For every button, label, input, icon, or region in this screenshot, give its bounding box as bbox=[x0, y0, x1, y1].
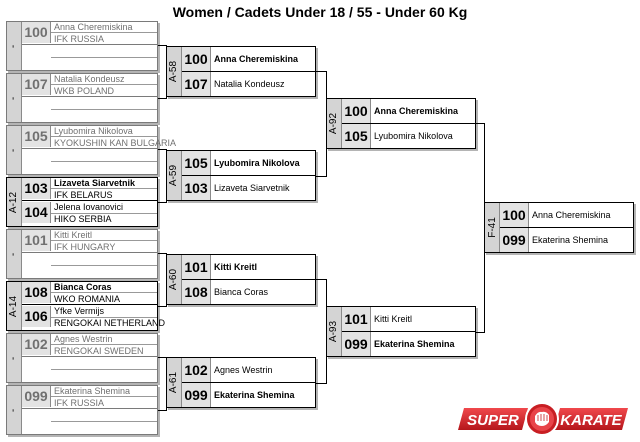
r2-match-a60-name-a: Kitti Kreitl bbox=[214, 262, 258, 272]
r1-slot-8-name: Ekaterina Shemina bbox=[54, 386, 131, 396]
r1-slot-7-club: RENGOKAI SWEDEN bbox=[54, 346, 144, 356]
r1-slot-8[interactable]: - 099 Ekaterina Shemina IFK RUSSIA bbox=[6, 385, 158, 435]
r2-match-a61[interactable]: A-61 102 Agnes Westrin 099 Ekaterina She… bbox=[166, 357, 316, 408]
r1-match-a14-seed-b: 106 bbox=[22, 306, 51, 327]
r2-match-a60-name-b: Bianca Coras bbox=[214, 287, 269, 297]
r3-match-a93[interactable]: A-93 101 Kitti Kreitl 099 Ekaterina Shem… bbox=[326, 306, 476, 357]
r1-slot-3-seed: 105 bbox=[22, 126, 51, 147]
r1-match-a14-name-a: Bianca Coras bbox=[54, 282, 112, 292]
r1-slot-3-club: KYOKUSHIN KAN BULGARIA bbox=[54, 138, 177, 148]
r1-match-a12-name-a: Lizaveta Siarvetnik bbox=[54, 178, 136, 188]
r1-match-a14[interactable]: A-14 108 Bianca Coras WKO ROMANIA 106 Yf… bbox=[6, 281, 165, 331]
r1-slot-8-label: - bbox=[7, 386, 22, 434]
r1-slot-1-club: IFK RUSSIA bbox=[54, 34, 105, 44]
r3-match-a93-name-b: Ekaterina Shemina bbox=[374, 339, 455, 349]
r1-match-a14-name-b: Yfke Vermijs bbox=[54, 306, 105, 316]
r3-match-a93-name-a: Kitti Kreitl bbox=[374, 314, 413, 324]
r2-match-a61-seed-a: 102 bbox=[182, 358, 211, 382]
logo-word-left: SUPER bbox=[467, 412, 519, 429]
final-name-b: Ekaterina Shemina bbox=[532, 235, 609, 245]
final-seed-a: 100 bbox=[500, 203, 529, 227]
connector-r2-r3-a93 bbox=[316, 279, 327, 384]
r1-slot-7-label: - bbox=[7, 334, 22, 382]
r1-slot-8-seed: 099 bbox=[22, 386, 51, 407]
r2-match-a60-seed-b: 108 bbox=[182, 280, 211, 304]
r3-match-a92-seed-b: 105 bbox=[342, 124, 371, 148]
r2-match-a58-seed-a: 100 bbox=[182, 47, 211, 71]
r1-match-a12[interactable]: A-12 103 Lizaveta Siarvetnik IFK BELARUS… bbox=[6, 177, 158, 227]
final-match-f41[interactable]: F-41 100 Anna Cheremiskina 099 Ekaterina… bbox=[484, 202, 634, 253]
r1-slot-7-seed: 102 bbox=[22, 334, 51, 355]
connector-r1-r2-a61 bbox=[158, 357, 167, 411]
r1-slot-1-seed: 100 bbox=[22, 22, 51, 43]
r1-match-a12-club-a: IFK BELARUS bbox=[54, 190, 113, 200]
r3-match-a93-label: A-93 bbox=[327, 307, 342, 356]
page-title: Women / Cadets Under 18 / 55 - Under 60 … bbox=[172, 4, 468, 20]
r1-match-a12-seed-a: 103 bbox=[22, 178, 51, 199]
connector-r3-final bbox=[476, 123, 485, 333]
r1-slot-5-seed: 101 bbox=[22, 230, 51, 251]
r1-match-a12-label: A-12 bbox=[7, 178, 22, 226]
r1-slot-8-club: IFK RUSSIA bbox=[54, 398, 105, 408]
r2-match-a61-label: A-61 bbox=[167, 358, 182, 407]
r1-match-a14-club-a: WKO ROMANIA bbox=[54, 294, 121, 304]
r3-match-a92-name-b: Lyubomira Nikolova bbox=[374, 131, 453, 141]
r3-match-a92[interactable]: A-92 100 Anna Cheremiskina 105 Lyubomira… bbox=[326, 98, 476, 149]
logo-word-right: KARATE bbox=[560, 412, 622, 429]
r1-slot-2[interactable]: - 107 Natalia Kondeusz WKB POLAND bbox=[6, 73, 158, 123]
r2-match-a61-seed-b: 099 bbox=[182, 383, 211, 407]
superkarate-logo: SUPER KARATE bbox=[458, 402, 628, 436]
r1-slot-5[interactable]: - 101 Kitti Kreitl IFK HUNGARY bbox=[6, 229, 158, 279]
connector-r1-r2-a58 bbox=[158, 45, 167, 99]
r1-match-a12-club-b: HIKO SERBIA bbox=[54, 214, 112, 224]
r2-match-a60-seed-a: 101 bbox=[182, 255, 211, 279]
connector-r1-r2-a59 bbox=[158, 149, 167, 203]
r2-match-a61-name-b: Ekaterina Shemina bbox=[214, 390, 295, 400]
r1-slot-5-name: Kitti Kreitl bbox=[54, 230, 93, 240]
r1-match-a14-seed-a: 108 bbox=[22, 282, 51, 303]
r2-match-a58-name-a: Anna Cheremiskina bbox=[214, 54, 299, 64]
r3-match-a92-seed-a: 100 bbox=[342, 99, 371, 123]
r3-match-a93-seed-b: 099 bbox=[342, 332, 371, 356]
r1-slot-1-name: Anna Cheremiskina bbox=[54, 22, 133, 32]
r1-slot-5-club: IFK HUNGARY bbox=[54, 242, 116, 252]
r2-match-a59-label: A-59 bbox=[167, 151, 182, 200]
r2-match-a59[interactable]: A-59 105 Lyubomira Nikolova 103 Lizaveta… bbox=[166, 150, 316, 201]
r3-match-a92-name-a: Anna Cheremiskina bbox=[374, 106, 459, 116]
r1-match-a12-name-b: Jelena Iovanovici bbox=[54, 202, 124, 212]
r1-slot-7-name: Agnes Westrin bbox=[54, 334, 113, 344]
r2-match-a58[interactable]: A-58 100 Anna Cheremiskina 107 Natalia K… bbox=[166, 46, 316, 97]
r2-match-a58-label: A-58 bbox=[167, 47, 182, 96]
final-seed-b: 099 bbox=[500, 228, 529, 252]
r2-match-a60[interactable]: A-60 101 Kitti Kreitl 108 Bianca Coras bbox=[166, 254, 316, 305]
r1-slot-2-label: - bbox=[7, 74, 22, 122]
connector-r2-r3-a92 bbox=[316, 71, 327, 177]
r1-slot-2-seed: 107 bbox=[22, 74, 51, 95]
r2-match-a59-seed-b: 103 bbox=[182, 176, 211, 200]
r1-slot-1[interactable]: - 100 Anna Cheremiskina IFK RUSSIA bbox=[6, 21, 158, 71]
r1-slot-2-name: Natalia Kondeusz bbox=[54, 74, 125, 84]
r2-match-a59-name-b: Lizaveta Siarvetnik bbox=[214, 183, 290, 193]
final-name-a: Anna Cheremiskina bbox=[532, 210, 611, 220]
r1-slot-5-label: - bbox=[7, 230, 22, 278]
connector-r1-r2-a60 bbox=[158, 253, 167, 307]
r2-match-a58-name-b: Natalia Kondeusz bbox=[214, 79, 285, 89]
r1-slot-3-name: Lyubomira Nikolova bbox=[54, 126, 133, 136]
final-match-label: F-41 bbox=[485, 203, 500, 252]
r2-match-a58-seed-b: 107 bbox=[182, 72, 211, 96]
r3-match-a92-label: A-92 bbox=[327, 99, 342, 148]
r1-slot-2-club: WKB POLAND bbox=[54, 86, 115, 96]
r1-match-a14-club-b: RENGOKAI NETHERLAND bbox=[54, 318, 166, 328]
r2-match-a61-name-a: Agnes Westrin bbox=[214, 365, 273, 375]
r2-match-a60-label: A-60 bbox=[167, 255, 182, 304]
r1-slot-3[interactable]: - 105 Lyubomira Nikolova KYOKUSHIN KAN B… bbox=[6, 125, 176, 175]
r2-match-a59-name-a: Lyubomira Nikolova bbox=[214, 158, 300, 168]
r1-match-a12-seed-b: 104 bbox=[22, 202, 51, 223]
r1-slot-3-label: - bbox=[7, 126, 22, 174]
r3-match-a93-seed-a: 101 bbox=[342, 307, 371, 331]
r2-match-a59-seed-a: 105 bbox=[182, 151, 211, 175]
r1-slot-1-label: - bbox=[7, 22, 22, 70]
r1-match-a14-label: A-14 bbox=[7, 282, 22, 330]
r1-slot-7[interactable]: - 102 Agnes Westrin RENGOKAI SWEDEN bbox=[6, 333, 158, 383]
